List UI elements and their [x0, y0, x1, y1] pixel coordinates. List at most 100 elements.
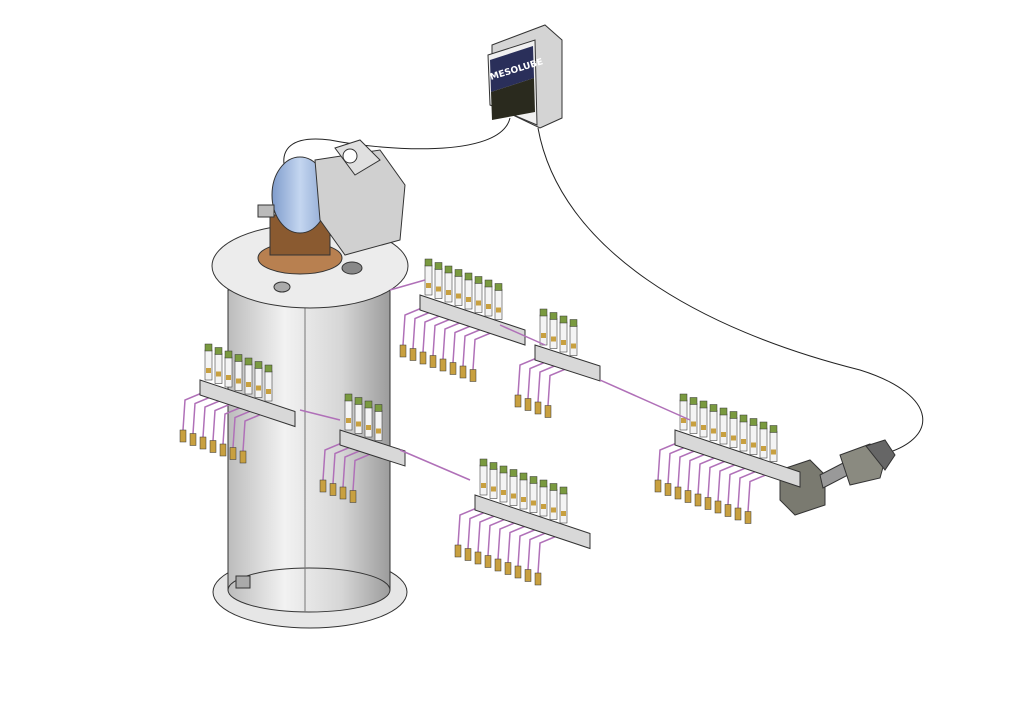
- injector: [569, 325, 578, 356]
- injector-fitting: [551, 507, 556, 513]
- injector-fitting: [496, 307, 501, 313]
- injector-cap: [549, 312, 558, 320]
- injector-cap: [559, 486, 568, 495]
- injector: [479, 464, 488, 496]
- injector-cap: [454, 269, 463, 277]
- injector: [739, 420, 748, 452]
- brass-fitting: [439, 358, 447, 372]
- injector-fitting: [571, 343, 576, 349]
- injector-fitting: [466, 297, 471, 302]
- injector-cap: [204, 343, 213, 352]
- brass-fitting: [219, 443, 227, 457]
- brass-fitting: [514, 394, 522, 408]
- injector: [489, 468, 498, 499]
- injector-fitting: [346, 418, 351, 423]
- injector-fitting: [366, 425, 371, 430]
- injector-fitting: [456, 293, 461, 299]
- injector-fitting: [246, 382, 251, 387]
- injector: [689, 403, 698, 434]
- injector: [759, 427, 768, 459]
- injector-cap: [549, 483, 558, 491]
- injector-fitting: [486, 304, 491, 309]
- injector-cap: [474, 276, 483, 284]
- brass-fitting: [504, 562, 512, 575]
- brass-fitting: [704, 497, 712, 510]
- brass-fitting: [694, 493, 702, 507]
- injector: [454, 275, 463, 306]
- brass-fitting: [179, 429, 187, 443]
- injector: [509, 475, 518, 506]
- injector-cap: [214, 347, 223, 355]
- injector: [214, 353, 223, 384]
- manifold-left: [179, 343, 296, 464]
- injector-fitting: [761, 446, 766, 451]
- manifold-block: [534, 344, 601, 382]
- injector: [709, 410, 718, 441]
- injector-cap: [424, 258, 433, 267]
- injector: [539, 485, 548, 517]
- injector-cap: [499, 465, 508, 474]
- brass-fitting: [459, 365, 467, 379]
- injector: [234, 360, 243, 391]
- injector: [424, 264, 433, 296]
- injector: [549, 489, 558, 520]
- injector-cap: [509, 469, 518, 477]
- injector-cap: [729, 411, 738, 419]
- brass-fitting: [469, 369, 477, 382]
- injector-cap: [354, 397, 363, 405]
- injector-fitting: [491, 486, 496, 492]
- injector-cap: [489, 462, 498, 470]
- injector-fitting: [216, 371, 221, 377]
- injector-fitting: [701, 425, 706, 430]
- injector-cap: [344, 393, 353, 402]
- manifold-block: [199, 379, 296, 428]
- brass-fitting: [239, 450, 247, 464]
- injector-fitting: [541, 333, 546, 338]
- brass-fitting: [454, 544, 462, 558]
- injector: [354, 403, 363, 434]
- injector-cap: [679, 393, 688, 402]
- manifold-center-left: [319, 393, 406, 503]
- injector-cap: [374, 404, 383, 412]
- manifold-right: [654, 393, 801, 524]
- manifold-block: [674, 429, 801, 488]
- manifold-block: [419, 294, 526, 346]
- injector-cap: [559, 315, 568, 324]
- injector-fitting: [266, 389, 271, 394]
- injector-fitting: [501, 490, 506, 495]
- brass-fitting: [209, 440, 217, 453]
- brass-fitting: [449, 362, 457, 375]
- injector-fitting: [691, 421, 696, 427]
- injector-cap: [759, 421, 768, 430]
- injector-fitting: [356, 421, 361, 427]
- injector-cap: [244, 357, 253, 366]
- injector: [494, 289, 503, 320]
- injector: [244, 363, 253, 395]
- injector-fitting: [721, 432, 726, 437]
- injector-fitting: [561, 340, 566, 345]
- injector: [559, 321, 568, 353]
- injector: [204, 349, 213, 381]
- brass-fitting: [674, 486, 682, 500]
- brass-fitting: [484, 555, 492, 568]
- injector-cap: [484, 279, 493, 288]
- manifold-mid-right: [514, 308, 601, 418]
- brass-fitting: [319, 479, 327, 493]
- injector-fitting: [541, 504, 546, 509]
- injector-fitting: [771, 449, 776, 455]
- injector-fitting: [376, 428, 381, 434]
- injector-fitting: [481, 483, 486, 488]
- injector-fitting: [551, 336, 556, 342]
- injector-fitting: [681, 418, 686, 423]
- injector-cap: [479, 458, 488, 467]
- brass-fitting: [534, 401, 542, 415]
- injector-cap: [539, 479, 548, 488]
- brass-fitting: [189, 433, 197, 446]
- injector: [434, 268, 443, 299]
- injector: [549, 318, 558, 349]
- injector: [679, 399, 688, 431]
- injector: [749, 424, 758, 455]
- manifold-block: [474, 494, 591, 550]
- injector-cap: [709, 404, 718, 412]
